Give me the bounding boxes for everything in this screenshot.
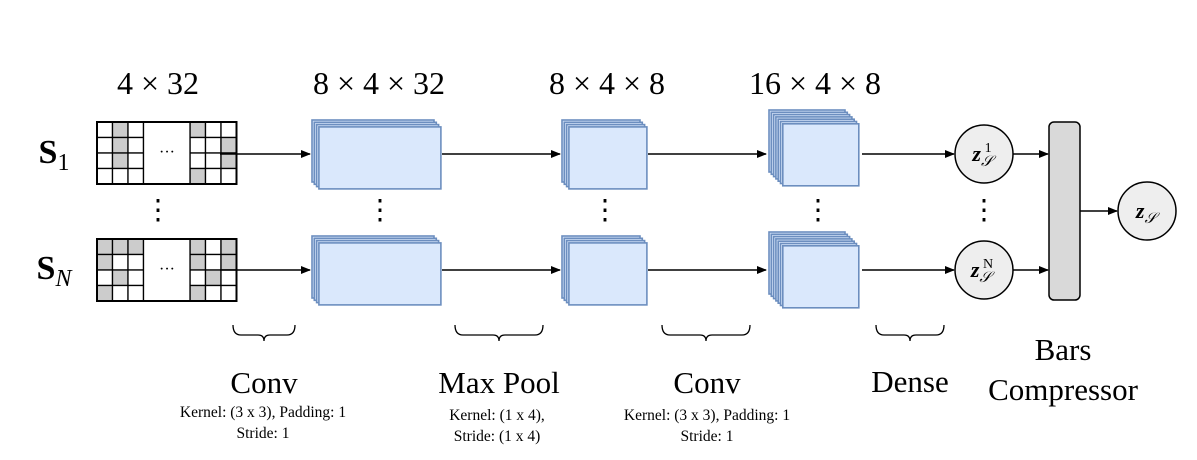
grid-cell bbox=[127, 152, 145, 170]
grid-cell bbox=[220, 121, 238, 139]
grid-cell bbox=[204, 136, 222, 154]
brace-conv1 bbox=[232, 324, 296, 342]
grid-border bbox=[96, 121, 238, 185]
grid-cell bbox=[127, 167, 145, 185]
grid-cell bbox=[96, 152, 114, 170]
grid-cell bbox=[220, 284, 238, 302]
vertical-ellipsis-pool: ⋮ bbox=[591, 195, 619, 226]
dim-label-conv1: 8 × 4 × 32 bbox=[312, 65, 446, 101]
vertical-ellipsis-latent: ⋮ bbox=[970, 195, 998, 226]
grid-cell bbox=[127, 284, 145, 302]
stage-params-pool: Kernel: (1 x 4),Stride: (1 x 4) bbox=[449, 407, 545, 445]
grid-cell bbox=[204, 152, 222, 170]
grid-cell bbox=[189, 152, 207, 170]
stage-title-dense: Dense bbox=[871, 364, 949, 399]
dim-label-pool: 8 × 4 × 8 bbox=[548, 65, 666, 101]
grid-cell bbox=[220, 253, 238, 271]
stage-title-compressor-line2: Compressor bbox=[988, 372, 1138, 407]
brace-dense bbox=[875, 324, 945, 342]
feature-map-conv2-bottom bbox=[768, 231, 860, 309]
grid-cell bbox=[111, 238, 129, 256]
feature-map-conv1-bottom bbox=[311, 235, 442, 306]
grid-cell bbox=[189, 121, 207, 139]
input-grid-top bbox=[96, 121, 238, 185]
grid-cell bbox=[204, 167, 222, 185]
grid-gap bbox=[142, 121, 191, 185]
feature-map-layer bbox=[568, 126, 648, 190]
latent-node-bottom bbox=[954, 240, 1014, 300]
dim-label-input: 4 × 32 bbox=[116, 65, 200, 101]
stage-title-conv2: Conv bbox=[673, 365, 741, 400]
grid-cell bbox=[111, 269, 129, 287]
stage-title-compressor-line1: Bars bbox=[1034, 332, 1092, 367]
grid-cell bbox=[96, 269, 114, 287]
grid-cell bbox=[204, 121, 222, 139]
input-symbol-first: S1 bbox=[38, 134, 70, 176]
grid-cell bbox=[111, 253, 129, 271]
input-grid-bottom bbox=[96, 238, 238, 302]
grid-cell bbox=[96, 284, 114, 302]
vertical-ellipsis-input: ⋮ bbox=[144, 195, 172, 226]
grid-cell bbox=[204, 253, 222, 271]
brace-conv2 bbox=[661, 324, 751, 342]
grid-cell bbox=[111, 121, 129, 139]
feature-map-pool-bottom bbox=[561, 235, 648, 306]
output-node bbox=[1117, 181, 1177, 241]
feature-map-layer bbox=[568, 242, 648, 306]
grid-cell bbox=[96, 253, 114, 271]
grid-cell bbox=[127, 269, 145, 287]
grid-cell bbox=[111, 152, 129, 170]
grid-ellipsis-top: ··· bbox=[159, 144, 175, 161]
latent-label-last: z𝒮N bbox=[970, 257, 994, 286]
grid-cell bbox=[204, 269, 222, 287]
grid-cell bbox=[189, 284, 207, 302]
stage-title-conv1: Conv bbox=[230, 365, 298, 400]
feature-map-layer bbox=[781, 123, 860, 187]
vertical-ellipsis-conv1: ⋮ bbox=[366, 195, 394, 226]
grid-cell bbox=[111, 167, 129, 185]
grid-cell bbox=[220, 269, 238, 287]
grid-cell bbox=[96, 238, 114, 256]
grid-cell bbox=[127, 253, 145, 271]
grid-cell bbox=[111, 136, 129, 154]
vertical-ellipsis-conv2: ⋮ bbox=[804, 195, 832, 226]
grid-cell bbox=[127, 136, 145, 154]
feature-map-layer bbox=[781, 245, 860, 309]
feature-map-pool-top bbox=[561, 119, 648, 190]
bars-compressor-block bbox=[1048, 121, 1081, 301]
grid-cell bbox=[189, 167, 207, 185]
grid-cell bbox=[220, 136, 238, 154]
grid-cell bbox=[189, 269, 207, 287]
grid-cell bbox=[220, 167, 238, 185]
grid-cell bbox=[189, 253, 207, 271]
grid-cell bbox=[220, 238, 238, 256]
grid-cell bbox=[189, 238, 207, 256]
grid-cell bbox=[96, 121, 114, 139]
grid-gap bbox=[142, 238, 191, 302]
grid-cell bbox=[204, 238, 222, 256]
grid-cell bbox=[189, 136, 207, 154]
latent-node-top bbox=[954, 124, 1014, 184]
feature-map-conv1-top bbox=[311, 119, 442, 190]
grid-cell bbox=[111, 284, 129, 302]
feature-map-conv2-top bbox=[768, 109, 860, 187]
grid-cell bbox=[204, 284, 222, 302]
brace-pool bbox=[454, 324, 544, 342]
grid-cell bbox=[127, 121, 145, 139]
dim-label-conv2: 16 × 4 × 8 bbox=[748, 65, 882, 101]
feature-map-layer bbox=[318, 126, 442, 190]
grid-ellipsis-bottom: ··· bbox=[159, 261, 175, 278]
grid-cell bbox=[96, 167, 114, 185]
grid-cell bbox=[127, 238, 145, 256]
latent-label-first: z𝒮1 bbox=[972, 141, 993, 170]
stage-title-pool: Max Pool bbox=[438, 365, 560, 400]
grid-cell bbox=[96, 136, 114, 154]
output-latent-label: z𝒮 bbox=[1135, 198, 1157, 227]
feature-map-layer bbox=[318, 242, 442, 306]
grid-cell bbox=[220, 152, 238, 170]
input-symbol-last: SN bbox=[36, 250, 72, 292]
